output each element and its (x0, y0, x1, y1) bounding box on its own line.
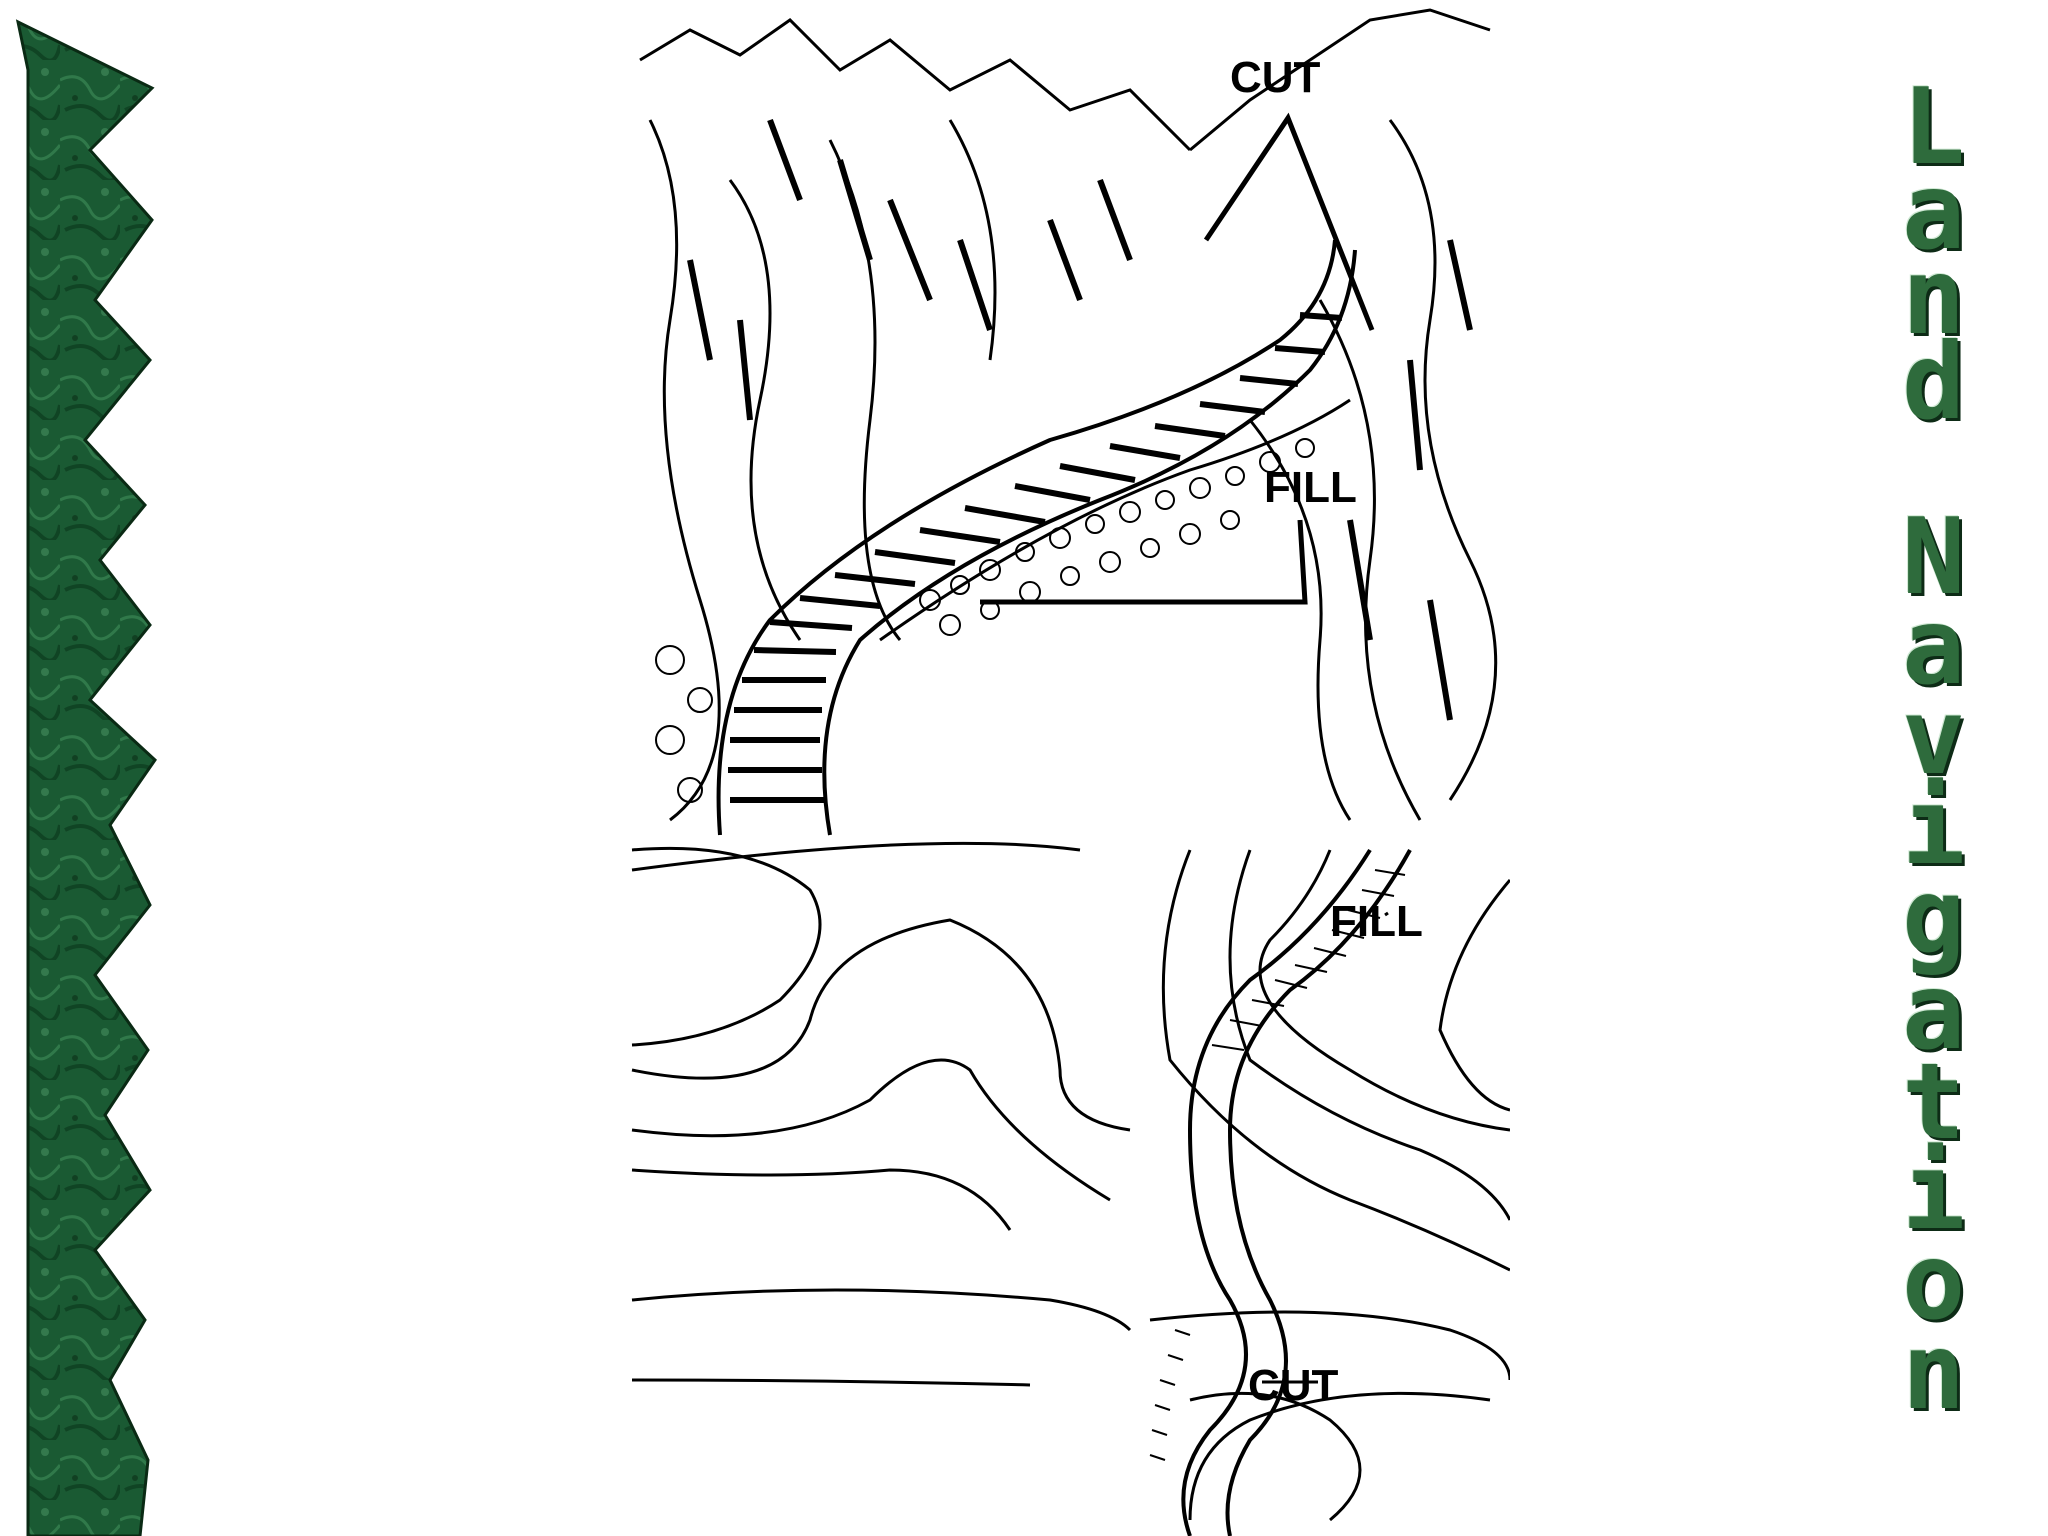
vertical-title: L a n d N a v i g a t i o n (1890, 0, 2040, 1536)
bottom-fill-label: FILL (1330, 897, 1423, 946)
title-letter: a (1902, 586, 1966, 708)
top-fill-label: FILL (1264, 463, 1357, 512)
title-letter: v (1902, 676, 1966, 798)
title-letter: d (1902, 321, 1966, 443)
title-letter: a (1902, 151, 1966, 273)
title-letter: i (1902, 1131, 1966, 1253)
title-letter: n (1902, 236, 1966, 358)
cut-fill-illustration: CUT FILL (631, 8, 1510, 1536)
title-letter: N (1902, 496, 1966, 618)
title-letter: a (1902, 951, 1966, 1073)
title-letter: o (1902, 1221, 1966, 1343)
decorative-border (15, 19, 157, 1536)
title-letter: n (1902, 1311, 1966, 1433)
top-cut-label: CUT (1230, 53, 1321, 102)
title-letter: i (1902, 766, 1966, 888)
contour-map (631, 841, 1510, 1536)
title-letter: t (1902, 1041, 1966, 1163)
title-letter: L (1902, 66, 1966, 188)
terrain-sketch (632, 8, 1508, 836)
title-letter: g (1902, 856, 1966, 978)
jagged-green-strip (15, 19, 157, 1536)
bottom-cut-label: CUT (1248, 1361, 1339, 1410)
